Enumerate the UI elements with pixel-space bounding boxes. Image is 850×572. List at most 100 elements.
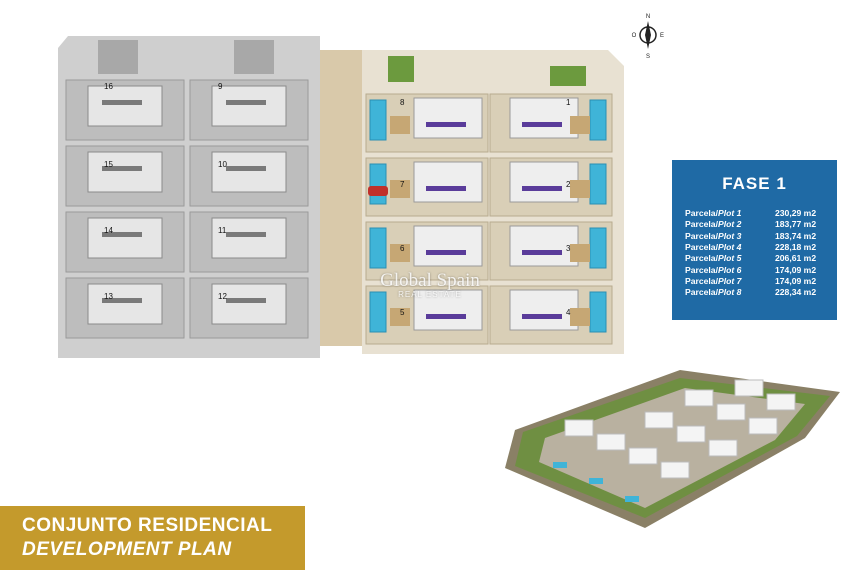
solar-panel <box>426 122 466 127</box>
plot-number: 3 <box>566 244 571 253</box>
grey-garden <box>234 40 274 74</box>
plot-label: Parcela/Plot 1 <box>685 208 742 218</box>
plot-label: Parcela/Plot 7 <box>685 275 742 286</box>
aerial-pool <box>553 462 567 468</box>
grey-house <box>87 217 163 259</box>
aerial-house <box>644 411 674 429</box>
aerial-house <box>628 447 658 465</box>
plot-number: 11 <box>218 226 227 235</box>
aerial-render <box>505 370 840 528</box>
grey-house-detail <box>102 100 142 105</box>
terrace <box>390 116 410 134</box>
grey-house-detail <box>102 298 142 303</box>
pool <box>589 163 607 205</box>
plot-number: 15 <box>104 160 113 169</box>
solar-panel <box>522 186 562 191</box>
plot-row: Parcela/Plot 7 174,09 m2 <box>685 276 831 287</box>
grey-house <box>211 151 287 193</box>
aerial-house <box>766 393 796 411</box>
aerial-house <box>734 379 764 397</box>
compass-s: S <box>646 54 650 60</box>
plot-area: 206,61 m2 <box>775 253 817 264</box>
color-house <box>509 97 579 139</box>
grey-house-detail <box>102 166 142 171</box>
plot-area: 228,18 m2 <box>775 241 817 252</box>
central-path <box>320 50 362 346</box>
terrace <box>570 180 590 198</box>
pool <box>369 291 387 333</box>
color-house <box>509 289 579 331</box>
color-house <box>509 225 579 267</box>
plot-label: Parcela/Plot 4 <box>685 241 742 252</box>
solar-panel <box>426 314 466 319</box>
plot-number: 16 <box>104 82 113 91</box>
pool <box>589 291 607 333</box>
grey-house <box>211 283 287 325</box>
color-house <box>413 289 483 331</box>
solar-panel <box>522 122 562 127</box>
grey-house-detail <box>226 100 266 105</box>
title-line-2: DEVELOPMENT PLAN <box>22 539 232 560</box>
plot-area: 230,29 m2 <box>775 208 817 218</box>
aerial-house <box>564 419 594 437</box>
color-house <box>413 161 483 203</box>
plot-number: 9 <box>218 82 223 91</box>
grey-house-detail <box>226 298 266 303</box>
grey-house <box>211 217 287 259</box>
compass-icon: N S O E <box>632 14 664 60</box>
solar-panel <box>426 186 466 191</box>
plot-label: Parcela/Plot 3 <box>685 230 742 241</box>
aerial-house <box>748 417 778 435</box>
garden <box>550 66 586 86</box>
color-house <box>413 225 483 267</box>
grey-garden <box>98 40 138 74</box>
color-house <box>509 161 579 203</box>
garden <box>388 56 414 82</box>
site-plan <box>58 36 624 358</box>
terrace <box>390 180 410 198</box>
aerial-house <box>708 439 738 457</box>
grey-house-detail <box>102 232 142 237</box>
plot-area: 183,74 m2 <box>775 230 817 241</box>
plot-number: 6 <box>400 244 405 253</box>
plot-number: 14 <box>104 226 113 235</box>
pool <box>589 99 607 141</box>
aerial-pool <box>625 496 639 502</box>
terrace <box>390 244 410 262</box>
watermark: Global Spain REAL ESTATE <box>340 270 520 299</box>
grey-house <box>211 85 287 127</box>
pool <box>589 227 607 269</box>
grey-house-detail <box>226 232 266 237</box>
color-house <box>413 97 483 139</box>
grey-house-detail <box>226 166 266 171</box>
aerial-house <box>684 389 714 407</box>
plot-label: Parcela/Plot 5 <box>685 253 742 264</box>
aerial-house <box>596 433 626 451</box>
title-line-1: CONJUNTO RESIDENCIAL <box>22 515 273 536</box>
aerial-house <box>660 461 690 479</box>
pool <box>369 227 387 269</box>
fase-title: FASE 1 <box>722 174 787 193</box>
compass-n: N <box>646 14 650 20</box>
plot-number: 7 <box>400 180 405 189</box>
plot-area: 174,09 m2 <box>775 275 817 286</box>
plot-number: 8 <box>400 98 405 107</box>
terrace <box>570 116 590 134</box>
aerial-house <box>716 403 746 421</box>
plot-label: Parcela/Plot 8 <box>685 287 742 298</box>
watermark-sub: REAL ESTATE <box>398 290 462 299</box>
compass-o: O <box>632 33 637 39</box>
terrace <box>390 308 410 326</box>
solar-panel <box>522 250 562 255</box>
aerial-pool <box>589 478 603 484</box>
aerial-house <box>676 425 706 443</box>
pool <box>369 163 387 205</box>
plot-number: 1 <box>566 98 571 107</box>
plot-row: Parcela/Plot 4 228,18 m2 <box>685 242 831 253</box>
grey-house <box>87 151 163 193</box>
plot-area: 174,09 m2 <box>775 264 817 275</box>
